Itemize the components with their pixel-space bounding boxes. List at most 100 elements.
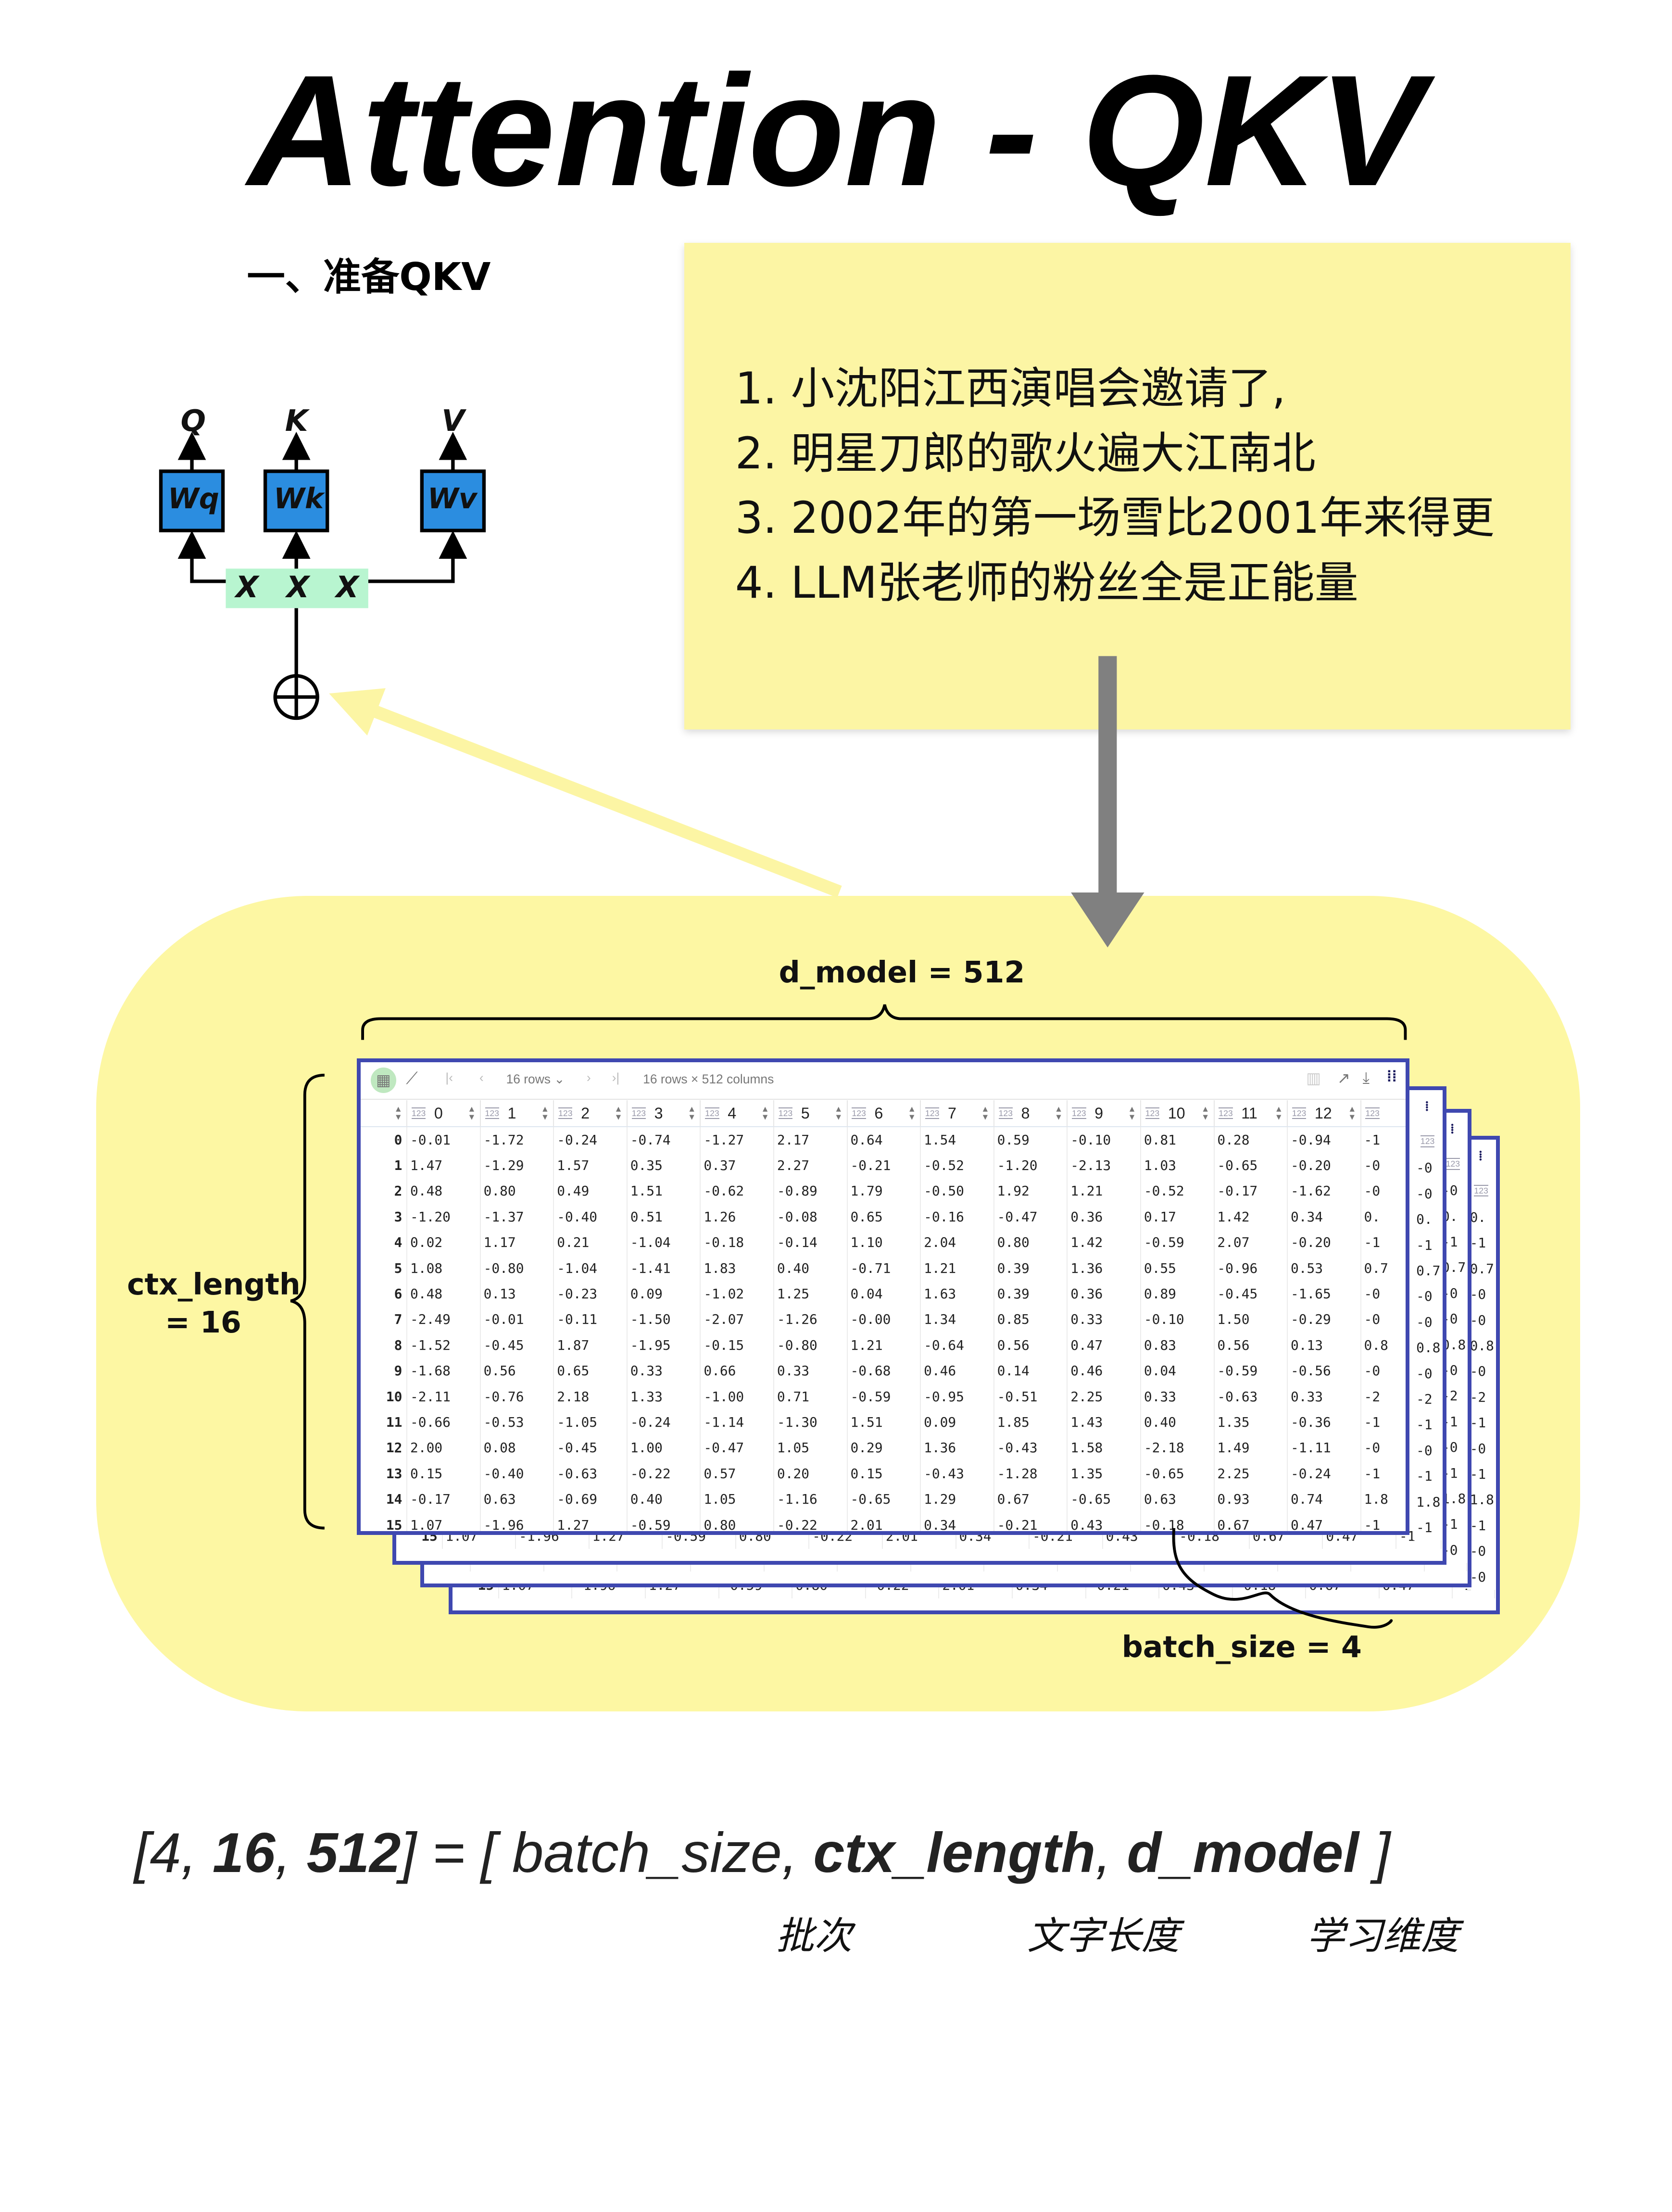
table-cell: 0.36 [1068,1281,1141,1307]
table-cell: 0.43 [1068,1512,1141,1532]
table-cell-partial: -0 [1467,1282,1496,1307]
expand-icon[interactable]: ↗ [1337,1069,1350,1087]
numeric-type-icon: 123 [705,1107,719,1119]
chart-view-icon[interactable]: ⟋ [406,1069,418,1088]
row-index: 2 [361,1178,408,1204]
table-cell: 0.65 [848,1204,921,1230]
table-cell-partial: -1 [1361,1409,1406,1435]
numeric-type-icon: 123 [998,1107,1013,1119]
table-cell: 1.83 [701,1255,775,1282]
column-header-partial: 123 [1416,1129,1442,1156]
table-cell-partial: -0 [1413,1155,1442,1181]
formula-512: 512 [306,1821,401,1885]
table-cell: -1.02 [701,1281,775,1307]
ctx-caption: 文字长度 [1027,1913,1180,1959]
table-cell: -0.29 [1288,1307,1361,1332]
table-cell-partial: -0 [1467,1435,1496,1461]
first-page-icon[interactable]: |‹ [445,1070,453,1085]
table-cell-partial: -0 [1467,1538,1496,1564]
table-cell: -0.66 [407,1409,481,1435]
q-label: Q [180,403,206,439]
table-cell: 1.36 [1068,1255,1141,1282]
prev-page-icon[interactable]: ‹ [479,1070,484,1085]
table-cell: 0.33 [1068,1307,1141,1332]
last-page-icon[interactable]: ›| [612,1070,620,1085]
table-cell: 0.33 [628,1358,701,1384]
column-header-partial: 123 [1470,1178,1496,1205]
table-cell: -1.68 [407,1358,481,1384]
numeric-type-icon: 123 [1446,1158,1460,1170]
table-cell: -0.96 [1215,1255,1288,1282]
yellow-arrow [329,688,842,898]
table-cell: 0.04 [1141,1358,1215,1384]
table-cell: 1.63 [921,1281,994,1307]
next-page-icon[interactable]: › [586,1070,591,1085]
table-cell: 2.17 [774,1127,848,1153]
table-cell: -0.65 [848,1486,921,1512]
table-cell: 1.47 [407,1153,481,1179]
table-cell: 0.35 [628,1153,701,1179]
table-cell: -0.10 [1141,1307,1215,1332]
formula-text: [4, [134,1821,213,1885]
table-cell: -0.80 [774,1332,848,1358]
table-cell: 0.53 [1288,1255,1361,1282]
table-cell: -1.20 [407,1204,481,1230]
table-cell: 0.74 [1288,1486,1361,1512]
table-cell: 0.09 [628,1281,701,1307]
rows-selector[interactable]: 16 rows ⌄ [506,1072,565,1087]
table-cell-partial: -0 [1413,1437,1442,1464]
row-index: 11 [361,1409,408,1435]
shape-formula: [4, 16, 512] = [ batch_size, ctx_length,… [134,1820,1390,1885]
x-input: X [236,570,259,605]
table-cell: 1.35 [1068,1460,1141,1487]
sort-icon: ▴ ▾ [1129,1103,1135,1123]
rows-selector-label: 16 rows [506,1072,551,1087]
table-cell: 1.03 [1141,1153,1215,1179]
table-cell: -1.27 [701,1127,775,1153]
table-cell: 1.85 [994,1409,1068,1435]
table-cell: 0.36 [1068,1204,1141,1230]
table-cell: -0.89 [774,1178,848,1204]
table-cell: 0.21 [554,1230,628,1256]
table-cell: -0.65 [1068,1486,1141,1512]
table-cell: 0.13 [1288,1332,1361,1358]
table-cell-partial: -1 [1467,1461,1496,1487]
table-cell-partial: -0 [1361,1307,1406,1332]
formula-text: ] [1358,1821,1391,1885]
table-cell-partial: -0 [1361,1153,1406,1178]
sort-icon: ▴ ▾ [1203,1103,1208,1123]
table-cell: -1.26 [774,1307,848,1332]
table-cell: -1.96 [481,1512,554,1532]
bar-chart-icon[interactable]: ▥ [1306,1069,1321,1087]
table-cell: -0.16 [921,1204,994,1230]
batch-caption: 批次 [776,1913,853,1959]
table-cell: 2.01 [848,1512,921,1532]
table-view-icon[interactable]: ▦ [370,1068,396,1093]
note-line: 3. 2002年的第一场雪比2001年来得更 [735,493,1495,544]
d-model-label: d_model = 512 [779,955,1025,990]
table-cell: -1.52 [407,1332,481,1358]
table-cell: -1.14 [701,1409,775,1435]
table-cell: -1.50 [628,1307,701,1332]
table-cell: 1.36 [921,1435,994,1461]
table-cell: -0.20 [1288,1230,1361,1256]
sort-icon: ▴ ▾ [689,1103,694,1123]
column-label: 7 [947,1104,956,1122]
table-cell-partial: 0.8 [1361,1332,1406,1358]
table-cell: 1.17 [481,1230,554,1256]
download-icon[interactable]: ⤓ [1362,1069,1370,1087]
table-cell: -2.07 [701,1307,775,1332]
